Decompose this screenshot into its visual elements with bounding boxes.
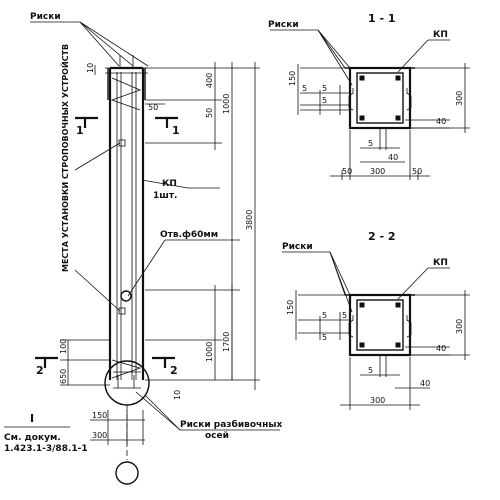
riski-label-section2: Риски (282, 242, 313, 252)
s2-dim-300v: 300 (455, 319, 464, 334)
s2-dim-150: 150 (286, 300, 295, 315)
s2-dim-300: 300 (370, 396, 385, 405)
section-cut-marks (35, 116, 178, 368)
cut-1-left: 1 (76, 124, 84, 137)
dim-50b: 50 (205, 108, 214, 118)
drawing-text: Риски Риски Риски КП 1шт. КП КП Отв.ф60м… (4, 12, 464, 454)
s1-dim-5d: 5 (368, 139, 373, 148)
kp-label-s1: КП (433, 30, 448, 40)
s2-dim-5c: 5 (322, 333, 327, 342)
detail-ref-1: См. докум. (4, 433, 61, 443)
kp-label-s2: КП (433, 258, 448, 268)
cut-2-right: 2 (170, 364, 178, 377)
dim-10b: 10 (173, 390, 182, 400)
s2-dim-5a: 5 (322, 311, 327, 320)
section-1-title: 1 - 1 (368, 12, 396, 25)
detail-ref-2: 1.423.1-3/88.1-1 (4, 444, 88, 454)
dim-1000a: 1000 (222, 94, 231, 114)
dim-3800: 3800 (245, 210, 254, 230)
s1-dim-5c: 5 (322, 96, 327, 105)
riski-axes-2: осей (205, 431, 229, 441)
section-1-1 (270, 29, 470, 180)
s2-dim-5d: 5 (368, 366, 373, 375)
dim-1000b: 1000 (205, 342, 214, 362)
s2-dim-40b: 40 (420, 379, 430, 388)
cut-2-left: 2 (36, 364, 44, 377)
dim-50a: 50 (148, 103, 158, 112)
hole-label: Отв.ф60мм (160, 230, 218, 240)
s2-dim-40a: 40 (436, 344, 446, 353)
cut-1-right: 1 (172, 124, 180, 137)
s1-dim-150: 150 (288, 71, 297, 86)
s1-dim-300v: 300 (455, 91, 464, 106)
dim-100: 100 (59, 339, 68, 354)
riski-axes-1: Риски разбивочных (180, 419, 283, 430)
section-2-title: 2 - 2 (368, 230, 396, 243)
detail-number: I (30, 412, 34, 425)
s1-dim-50r: 50 (412, 167, 422, 176)
dim-400: 400 (205, 73, 214, 88)
s1-dim-5b: 5 (322, 84, 327, 93)
dim-1700: 1700 (222, 332, 231, 352)
riski-label-section1: Риски (268, 20, 299, 30)
dim-10: 10 (86, 63, 95, 73)
riski-label-top: Риски (30, 12, 61, 22)
elevation-leaders (4, 21, 280, 431)
dim-650: 650 (59, 369, 68, 384)
kp-qty: 1шт. (153, 191, 177, 201)
s1-dim-40b: 40 (388, 153, 398, 162)
lifting-label: МЕСТА УСТАНОВКИ СТРОПОВОЧНЫХ УСТРОЙСТВ (59, 44, 70, 272)
dim-150: 150 (92, 411, 107, 420)
s2-dim-5b: 5 (342, 311, 347, 320)
section-2-2 (282, 251, 470, 410)
elevation-dimensions (60, 62, 260, 445)
s1-dim-5a: 5 (302, 84, 307, 93)
s1-dim-300: 300 (370, 167, 385, 176)
s1-dim-40a: 40 (436, 117, 446, 126)
dim-300: 300 (92, 431, 107, 440)
s1-dim-50l: 50 (342, 167, 352, 176)
kp-label: КП (162, 179, 177, 189)
